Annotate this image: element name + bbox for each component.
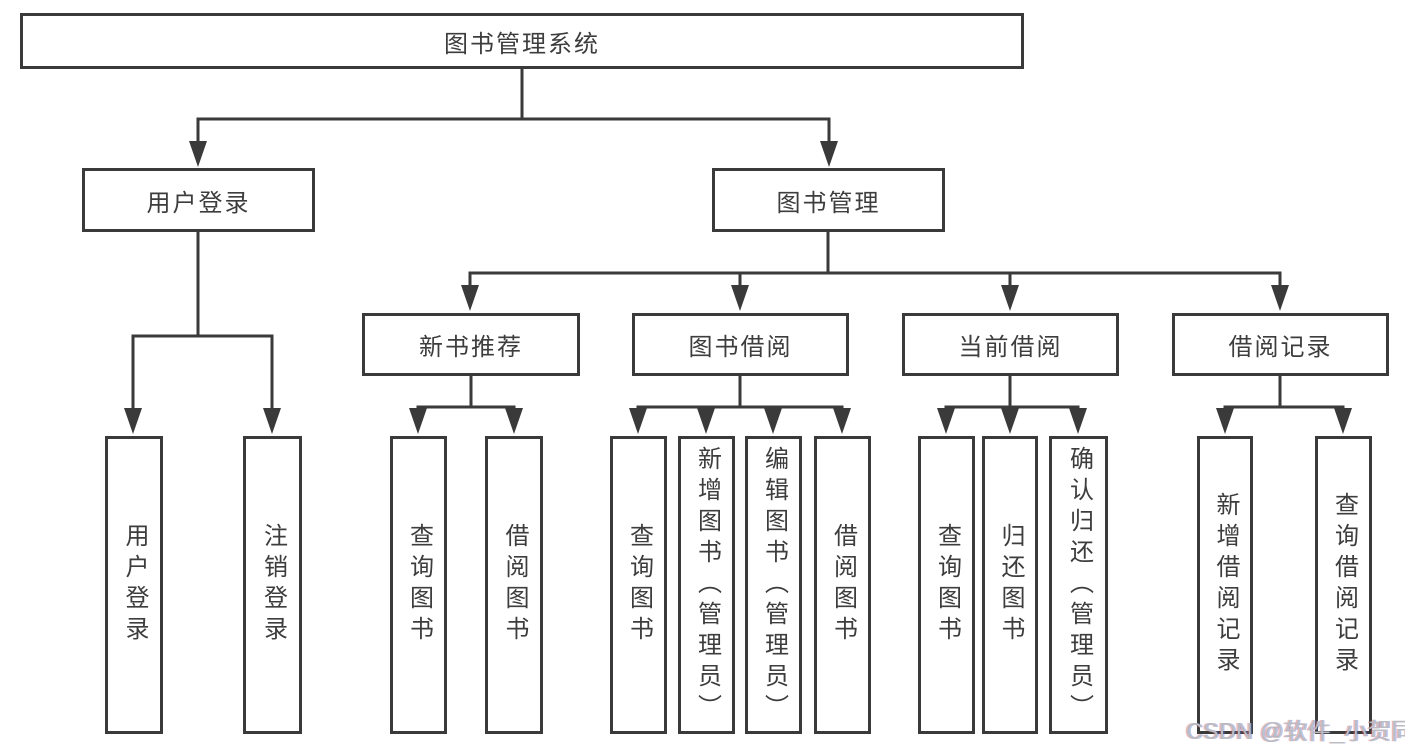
arrow-icon <box>263 408 281 434</box>
arrow-icon <box>409 408 427 434</box>
leaf-add-borrow-record: 新增借阅记录 <box>1197 436 1253 734</box>
leaf-logout: 注销登录 <box>243 436 302 734</box>
node-new-book-recommend: 新书推荐 <box>362 313 580 376</box>
arrow-icon <box>124 408 142 434</box>
arrow-icon <box>629 408 647 434</box>
node-user-login: 用户登录 <box>82 168 315 232</box>
leaf-query-books-2: 查询图书 <box>610 436 667 734</box>
arrow-icon <box>697 408 715 434</box>
arrow-icon <box>189 141 207 167</box>
leaf-user-login: 用户登录 <box>105 436 163 734</box>
node-borrow-records: 借阅记录 <box>1172 313 1389 376</box>
connector-root-to-level1 <box>196 65 831 154</box>
arrow-icon <box>764 408 782 434</box>
leaf-borrow-books-1: 借阅图书 <box>485 436 543 734</box>
arrow-icon <box>1001 408 1019 434</box>
leaf-confirm-return-admin: 确认归还（管理员） <box>1049 436 1108 734</box>
node-book-management: 图书管理 <box>712 168 945 232</box>
connector-book-management-children <box>468 230 1282 299</box>
leaf-query-books-3: 查询图书 <box>918 436 975 734</box>
connector-book-borrow-children <box>636 374 844 422</box>
node-book-borrow: 图书借阅 <box>632 313 849 376</box>
arrowheads <box>124 141 1352 434</box>
arrow-icon <box>833 408 851 434</box>
leaf-borrow-books-2: 借阅图书 <box>814 436 871 734</box>
connector-user-login-children <box>131 230 274 422</box>
leaf-edit-books-admin: 编辑图书（管理员） <box>745 436 802 734</box>
arrow-icon <box>1216 408 1234 434</box>
arrow-icon <box>1069 408 1087 434</box>
arrow-icon <box>820 141 838 167</box>
leaf-query-borrow-record: 查询借阅记录 <box>1315 436 1372 734</box>
arrow-icon <box>1271 285 1289 311</box>
arrow-icon <box>505 408 523 434</box>
arrow-icon <box>1334 408 1352 434</box>
connector-new-book-children <box>416 374 516 422</box>
arrow-icon <box>937 408 955 434</box>
arrow-icon <box>731 285 749 311</box>
node-current-borrow: 当前借阅 <box>902 313 1119 376</box>
leaf-return-books: 归还图书 <box>982 436 1038 734</box>
node-root: 图书管理系统 <box>20 13 1024 69</box>
arrow-icon <box>1001 285 1019 311</box>
arrow-icon <box>461 285 479 311</box>
leaf-query-books-1: 查询图书 <box>390 436 447 734</box>
connector-borrow-records-children <box>1223 374 1345 422</box>
csdn-watermark: CSDN @软件_小贺同学 <box>1186 718 1405 744</box>
leaf-add-books-admin: 新增图书（管理员） <box>678 436 735 734</box>
